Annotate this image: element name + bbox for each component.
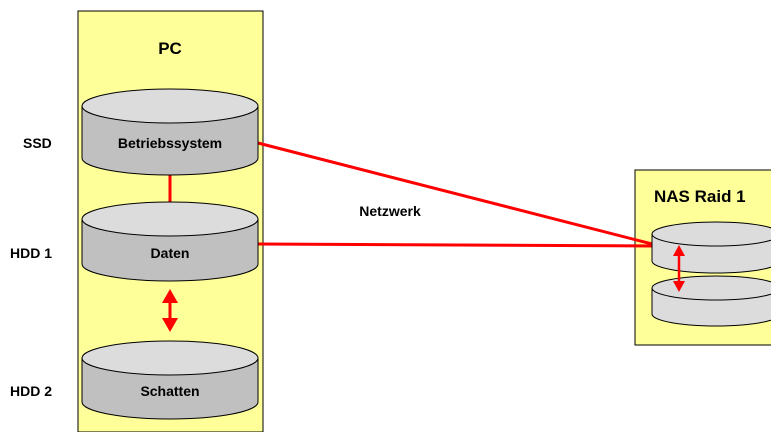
pc-title: PC: [158, 39, 182, 58]
shadow-disk: [81, 340, 259, 420]
nas-mirror-arrow-icon: [673, 245, 685, 292]
network-label: Netzwerk: [359, 203, 421, 219]
data-disk: [81, 201, 259, 282]
nas-title: NAS Raid 1: [654, 187, 746, 206]
ssd-label: SSD: [23, 135, 52, 151]
shadow-disk-label: Schatten: [140, 383, 199, 399]
system-disk: [81, 88, 259, 176]
data-disk-label: Daten: [151, 245, 190, 261]
hdd2-label: HDD 2: [10, 383, 52, 399]
mirror-arrow-icon: [162, 289, 178, 332]
network-link-system: [257, 141, 657, 247]
nas-disk-upper: [651, 221, 771, 274]
system-disk-label: Betriebssystem: [118, 135, 222, 151]
network-link-data: [257, 242, 657, 248]
nas-disk-lower: [651, 275, 771, 327]
hdd1-label: HDD 1: [10, 245, 52, 261]
